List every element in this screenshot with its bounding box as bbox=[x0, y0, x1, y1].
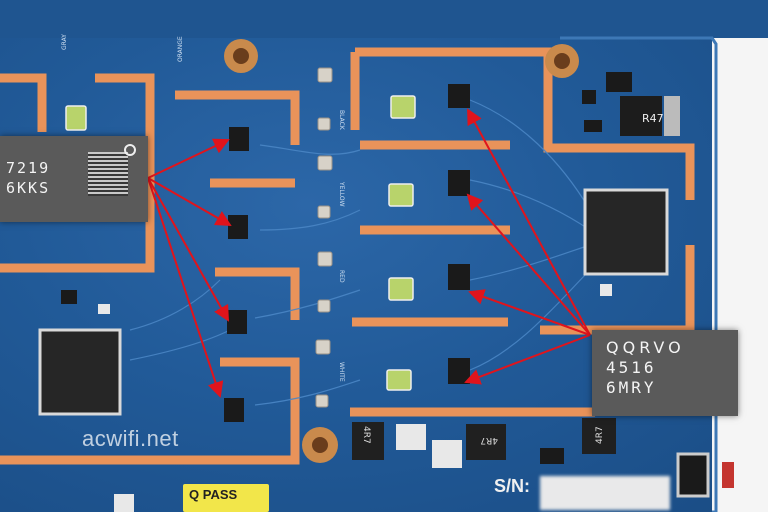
inductor-marking-1: 4R7 bbox=[361, 426, 371, 444]
datamatrix-code bbox=[88, 152, 128, 196]
silkscreen: GRAY ORANGE BLACK YELLOW RED WHITE R47 4… bbox=[61, 34, 664, 445]
mounting-holes bbox=[224, 39, 579, 463]
background-outside bbox=[712, 0, 768, 512]
left-chip-line1: 7219 bbox=[6, 159, 51, 177]
conn-label-red: RED bbox=[338, 270, 345, 283]
conn-label-orange: ORANGE bbox=[177, 36, 184, 62]
right-chip-line1: 4516 bbox=[606, 358, 657, 377]
inductors bbox=[352, 96, 680, 460]
switch-button bbox=[722, 462, 734, 488]
resistor-marking: R47 bbox=[642, 112, 664, 125]
conn-label-yellow: YELLOW bbox=[338, 181, 345, 207]
left-chip-label: 7219 6KKS bbox=[0, 136, 148, 222]
right-chip-brand: QQRVO bbox=[606, 338, 685, 357]
large-chip-left bbox=[38, 328, 122, 416]
rf-connectors bbox=[315, 67, 333, 408]
qc-text: PASS bbox=[202, 487, 238, 502]
conn-label-white: WHITE bbox=[338, 362, 345, 382]
right-chip-line2: 6MRY bbox=[606, 378, 657, 397]
pin1-dot bbox=[124, 144, 136, 156]
green-modules bbox=[65, 95, 416, 391]
serial-number-label: S/N: bbox=[494, 476, 530, 496]
signal-traces bbox=[129, 99, 591, 406]
left-chip-line2: 6KKS bbox=[6, 179, 51, 197]
tact-switch bbox=[676, 452, 710, 498]
white-pads bbox=[98, 284, 612, 512]
qc-pass-sticker: Q PASS bbox=[183, 484, 269, 512]
qc-prefix: Q bbox=[189, 487, 200, 502]
annotation-arrows bbox=[147, 108, 591, 398]
conn-label-black: BLACK bbox=[338, 110, 345, 131]
serial-number-redacted bbox=[540, 476, 670, 510]
inductor-marking-2: 4R7 bbox=[480, 435, 498, 445]
inductor-marking-3: 4R7 bbox=[595, 426, 605, 444]
right-chip-label: QQRVO 4516 6MRY bbox=[592, 330, 738, 416]
small-ics bbox=[61, 72, 632, 464]
watermark: acwifi.net bbox=[82, 426, 179, 451]
conn-label-gray: GRAY bbox=[61, 34, 68, 50]
large-chip-right bbox=[583, 188, 669, 276]
